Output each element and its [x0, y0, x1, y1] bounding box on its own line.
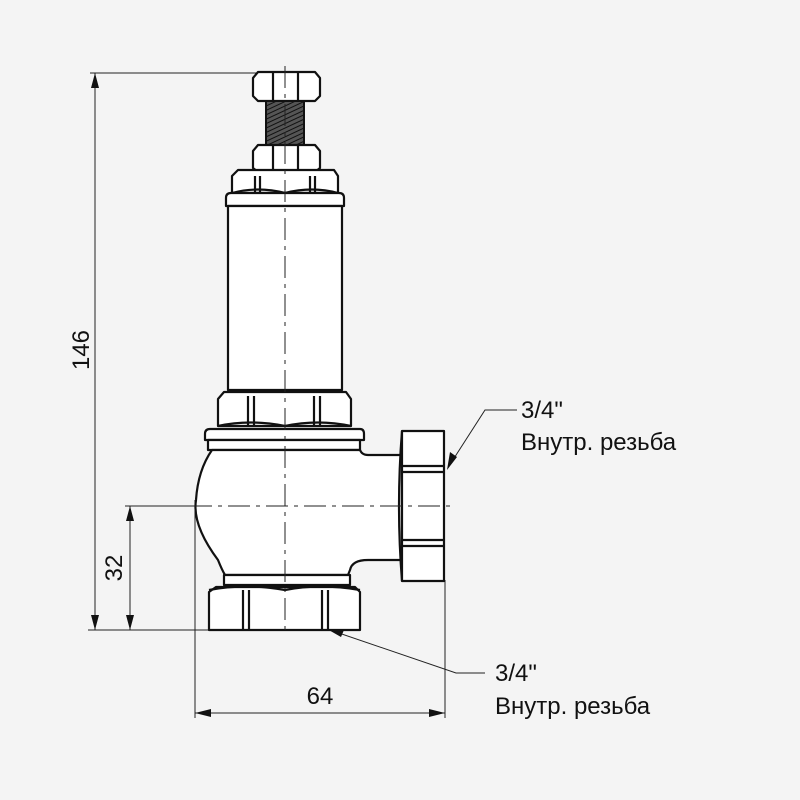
valve-body [194, 70, 446, 632]
outlet-thread-size: 3/4" [521, 397, 563, 424]
inlet-thread-type: Внутр. резьба [495, 693, 651, 720]
dimension-146-label: 146 [68, 329, 95, 371]
dimension-64-label: 64 [306, 683, 334, 710]
dimension-32-label: 32 [101, 554, 128, 582]
inlet-thread-size: 3/4" [495, 660, 537, 687]
center-lines [190, 66, 450, 636]
dimension-lines [88, 72, 446, 718]
outlet-thread-type: Внутр. резьба [521, 429, 677, 456]
